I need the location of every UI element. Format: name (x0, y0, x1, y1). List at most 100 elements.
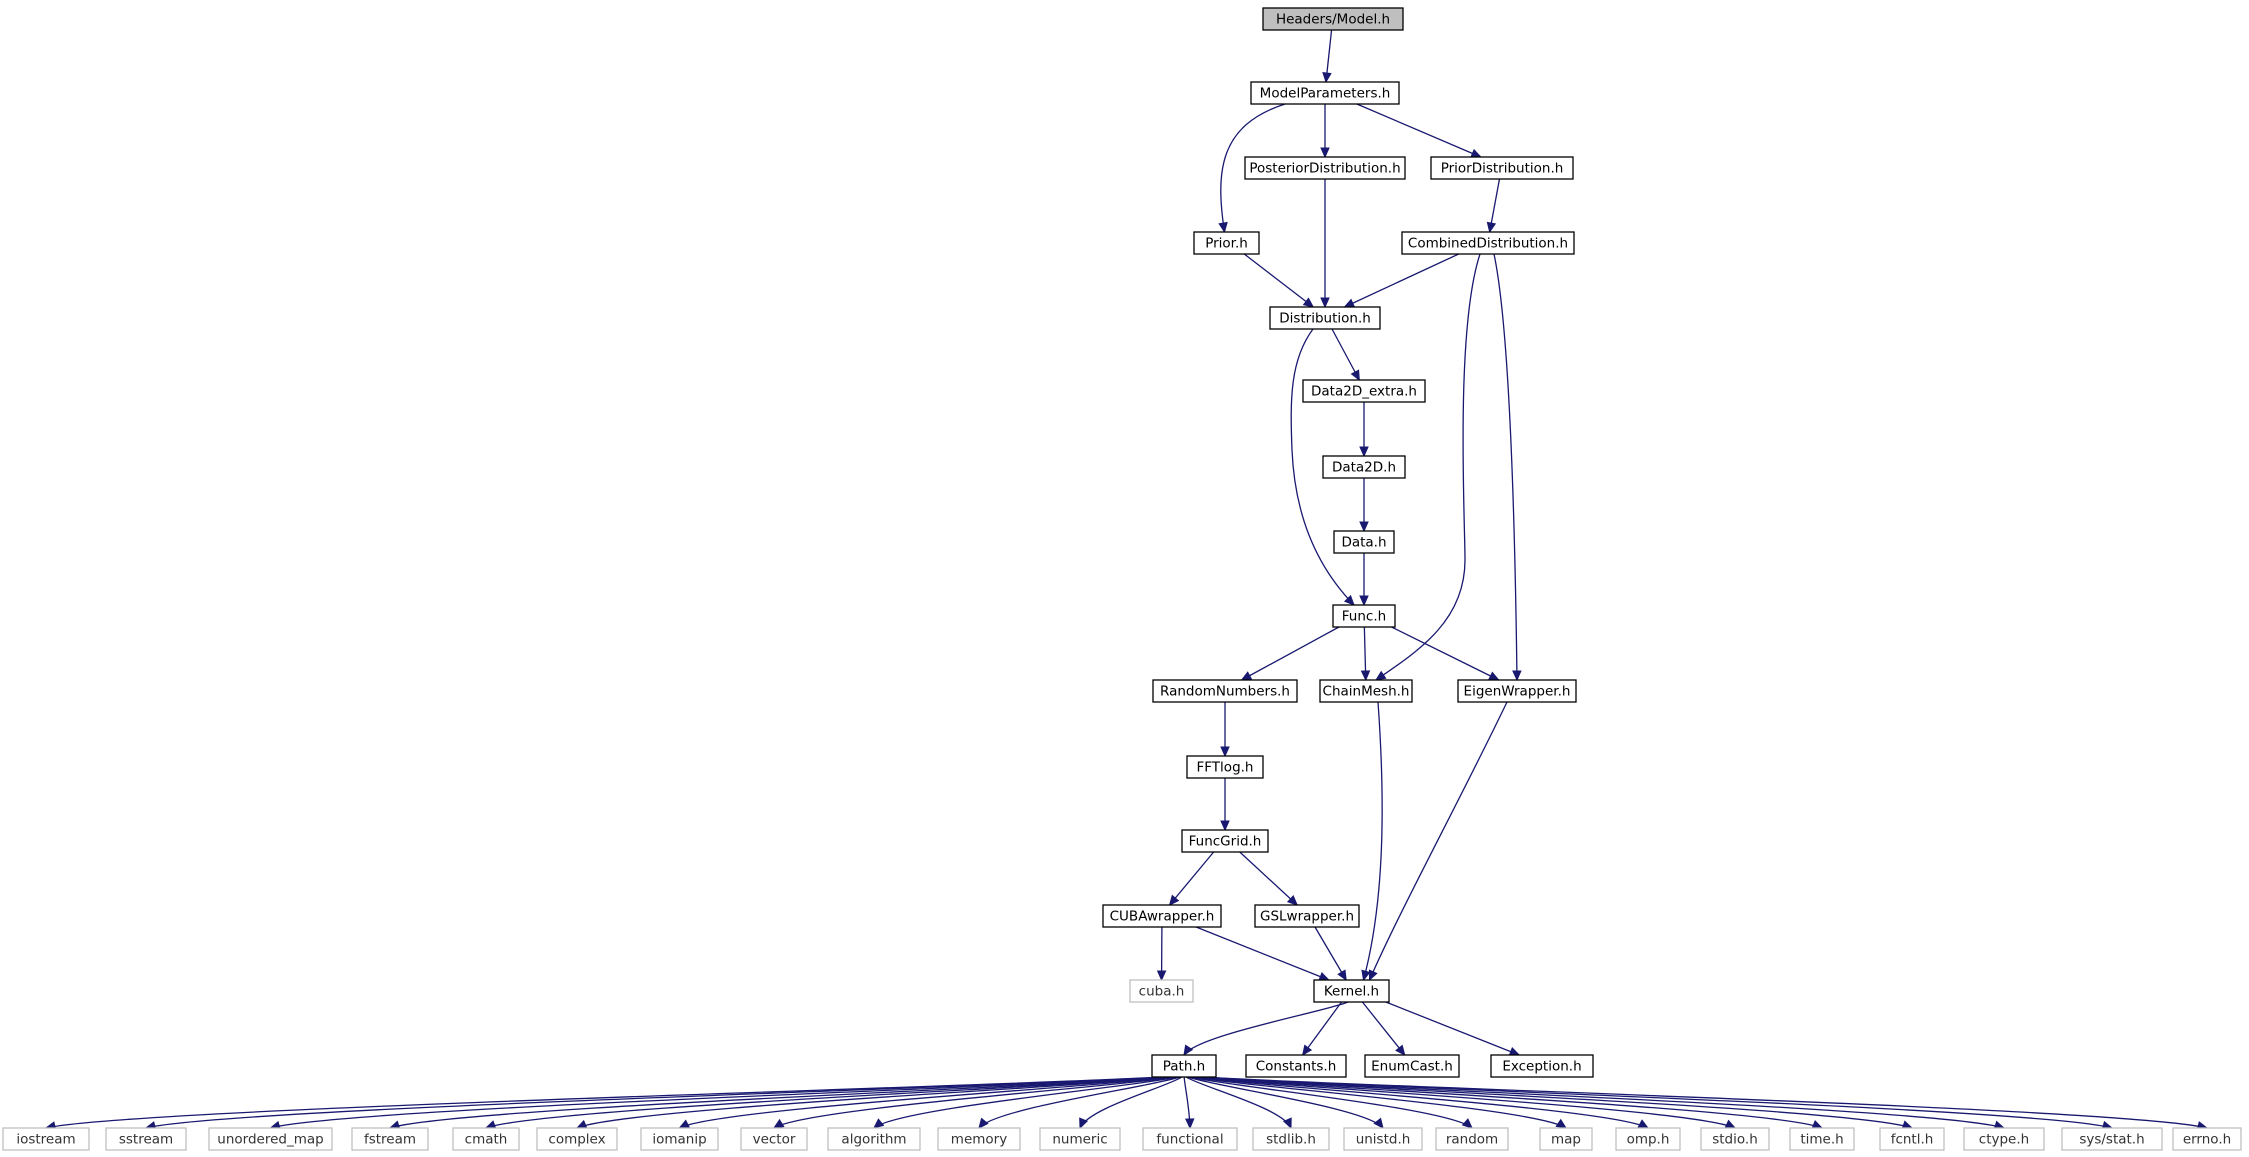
node-constants[interactable]: Constants.h (1245, 1054, 1347, 1078)
edge-arrowhead (1555, 1118, 1568, 1129)
node-unordered_map: unordered_map (208, 1127, 333, 1151)
edge-funcgrid-to-cuba (1168, 851, 1215, 906)
node-kernel[interactable]: Kernel.h (1313, 979, 1390, 1003)
node-data2dextra[interactable]: Data2D_extra.h (1302, 379, 1426, 403)
node-exception[interactable]: Exception.h (1490, 1054, 1594, 1078)
node-func[interactable]: Func.h (1332, 604, 1396, 628)
node-data[interactable]: Data.h (1333, 530, 1395, 554)
node-label: cuba.h (1139, 984, 1185, 1000)
node-label: vector (753, 1132, 796, 1148)
node-label: unistd.h (1356, 1132, 1411, 1148)
edge-path-to-stdlib (1185, 1076, 1292, 1130)
node-path[interactable]: Path.h (1151, 1054, 1217, 1078)
node-box (1151, 1054, 1217, 1078)
edge-arrowhead (1320, 147, 1330, 159)
edge-fftlog-to-funcgrid (1220, 778, 1230, 832)
edge-arrowhead (1461, 1118, 1473, 1129)
node-box (1332, 604, 1396, 628)
edge-distribution-to-data2dextra (1331, 328, 1360, 382)
node-label: Data2D.h (1332, 460, 1396, 476)
edge-arrowhead (1220, 746, 1230, 758)
edge-combined-to-distribution (1343, 253, 1459, 308)
node-data2d[interactable]: Data2D.h (1322, 455, 1406, 479)
node-eigen[interactable]: EigenWrapper.h (1457, 679, 1577, 703)
edge-arrowhead (873, 1118, 885, 1129)
node-box (1142, 1127, 1238, 1151)
node-label: map (1551, 1132, 1581, 1148)
edge-cuba-to-cubah (1156, 926, 1167, 982)
node-stdlib: stdlib.h (1252, 1127, 1330, 1151)
node-box (1193, 231, 1260, 255)
edge-data-to-func (1359, 553, 1369, 607)
edge-arrowhead (1185, 1118, 1195, 1130)
node-box (1244, 156, 1406, 180)
node-label: iostream (16, 1132, 75, 1148)
node-modelparams[interactable]: ModelParameters.h (1250, 81, 1400, 105)
node-time: time.h (1789, 1127, 1855, 1151)
node-box (640, 1127, 719, 1151)
node-posterior[interactable]: PosteriorDistribution.h (1244, 156, 1406, 180)
node-gsl[interactable]: GSLwrapper.h (1254, 904, 1360, 928)
node-combined[interactable]: CombinedDistribution.h (1401, 231, 1575, 255)
edge-func-to-chainmesh (1360, 626, 1371, 682)
node-box (1129, 979, 1194, 1003)
node-distribution[interactable]: Distribution.h (1269, 306, 1381, 330)
node-label: Distribution.h (1279, 311, 1371, 327)
edge-arrowhead (1359, 521, 1369, 533)
node-prior[interactable]: Prior.h (1193, 231, 1260, 255)
node-complex: complex (536, 1127, 618, 1151)
edge-arrowhead (1361, 969, 1371, 982)
node-ctype: ctype.h (1963, 1127, 2045, 1151)
node-chainmesh[interactable]: ChainMesh.h (1319, 679, 1413, 703)
node-box (1322, 455, 1406, 479)
node-box (1269, 306, 1381, 330)
edge-arrowhead (1350, 369, 1360, 382)
node-randomh: random (1435, 1127, 1509, 1151)
edge-chainmesh-to-kernel (1361, 701, 1383, 982)
node-label: fcntl.h (1891, 1132, 1934, 1148)
node-label: iomanip (652, 1132, 706, 1148)
node-box (1254, 904, 1360, 928)
node-stdio: stdio.h (1700, 1127, 1770, 1151)
node-funcgrid[interactable]: FuncGrid.h (1181, 829, 1269, 853)
node-label: Path.h (1163, 1059, 1206, 1075)
node-random[interactable]: RandomNumbers.h (1152, 679, 1298, 703)
node-label: PriorDistribution.h (1441, 161, 1564, 177)
edge-arrowhead (678, 1119, 691, 1129)
node-box (2, 1127, 90, 1151)
node-box (1700, 1127, 1770, 1151)
edge-random-to-fftlog (1220, 702, 1230, 758)
node-label: CUBAwrapper.h (1110, 909, 1215, 925)
node-functional: functional (1142, 1127, 1238, 1151)
node-box (105, 1127, 187, 1151)
node-cuba[interactable]: CUBAwrapper.h (1102, 904, 1222, 928)
edge-arrowhead (1637, 1119, 1650, 1129)
edge-arrowhead (1079, 1117, 1089, 1130)
node-fstream: fstream (351, 1127, 429, 1151)
node-box (1245, 1054, 1347, 1078)
node-box (1181, 829, 1269, 853)
node-label: Headers/Model.h (1276, 12, 1390, 28)
edge-arrowhead (1343, 594, 1355, 606)
edge-data2dextra-to-data2d (1359, 402, 1369, 458)
edge-combined-to-eigen (1493, 253, 1522, 682)
edge-arrowhead (1220, 820, 1230, 832)
node-box (1313, 979, 1390, 1003)
node-box (1333, 530, 1395, 554)
edge-arrowhead (1343, 298, 1356, 308)
node-box (2061, 1127, 2163, 1151)
node-label: stdlib.h (1266, 1132, 1316, 1148)
node-sysstat: sys/stat.h (2061, 1127, 2163, 1151)
edge-arrowhead (1301, 1044, 1313, 1056)
node-label: stdio.h (1712, 1132, 1758, 1148)
edge-combined-to-chainmesh (1374, 253, 1481, 681)
node-priordist[interactable]: PriorDistribution.h (1430, 156, 1574, 180)
node-enumcast[interactable]: EnumCast.h (1364, 1054, 1460, 1078)
node-vector: vector (740, 1127, 808, 1151)
node-model[interactable]: Headers/Model.h (1262, 7, 1404, 31)
node-fftlog[interactable]: FFTlog.h (1186, 755, 1264, 779)
node-box (740, 1127, 808, 1151)
node-label: RandomNumbers.h (1160, 684, 1290, 700)
node-cmath: cmath (452, 1127, 520, 1151)
